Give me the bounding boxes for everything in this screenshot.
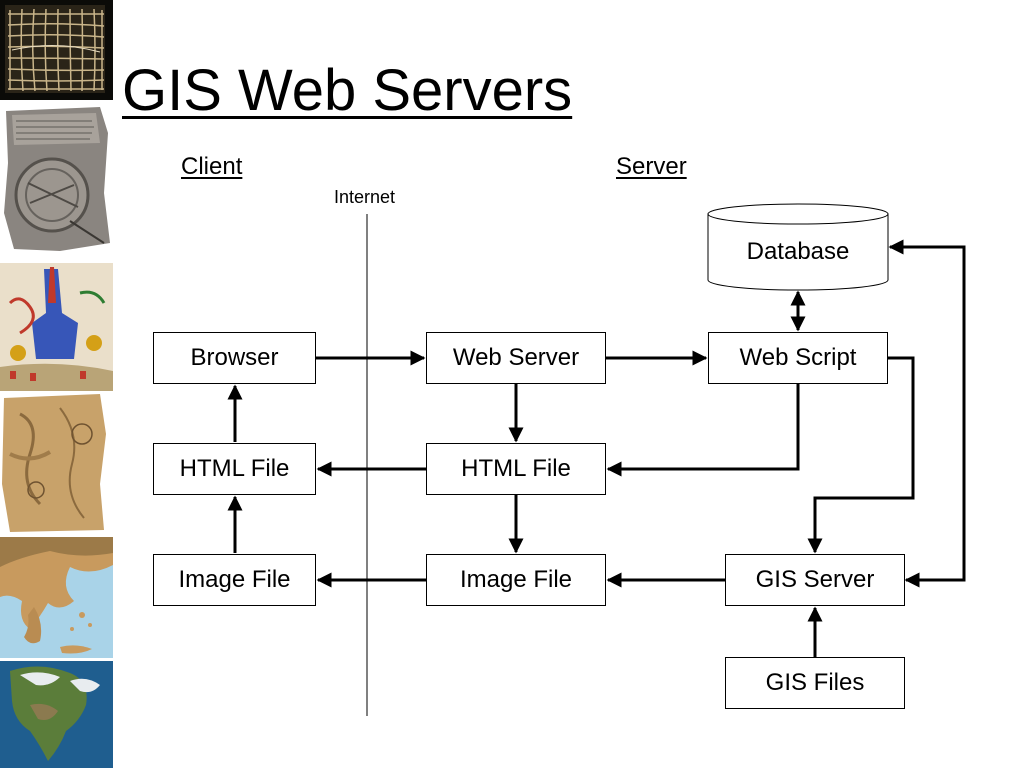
internet-label: Internet: [334, 187, 396, 207]
arrow-webscript-to-serverhtml: [606, 384, 800, 477]
browser-node: Browser: [153, 332, 316, 384]
arrow-webscript-to-gisserver: [807, 356, 915, 554]
medieval-map-icon: [0, 263, 113, 391]
page-title: GIS Web Servers: [122, 58, 573, 123]
database-label: Database: [746, 238, 850, 265]
arrow-database-gisserver: [888, 239, 966, 588]
server-heading: Server: [616, 153, 687, 180]
gis-files-node: GIS Files: [725, 657, 905, 709]
greece-map-icon: [0, 537, 113, 658]
client-heading: Client: [181, 153, 243, 180]
server-image-file-node: Image File: [426, 554, 606, 606]
web-script-node: Web Script: [708, 332, 888, 384]
grid-map-icon: [0, 0, 113, 100]
gis-server-node: GIS Server: [725, 554, 905, 606]
parchment-map-icon: [0, 394, 113, 534]
clay-tablet-map-icon: [0, 103, 113, 256]
database-cylinder: [707, 203, 889, 291]
north-america-map-icon: [0, 661, 113, 768]
client-html-file-node: HTML File: [153, 443, 316, 495]
sidebar-image-strip: [0, 0, 113, 768]
server-html-file-node: HTML File: [426, 443, 606, 495]
web-server-node: Web Server: [426, 332, 606, 384]
client-image-file-node: Image File: [153, 554, 316, 606]
